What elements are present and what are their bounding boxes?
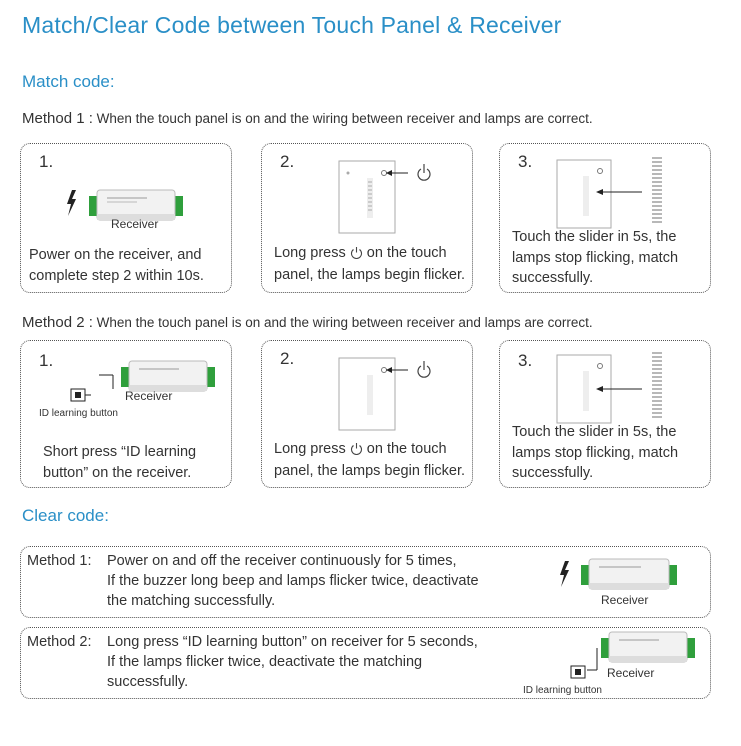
power-icon bbox=[417, 365, 431, 378]
power-icon bbox=[350, 247, 362, 260]
m1-step3-box: 3. Touch the slider in 5s, the lamps sto… bbox=[499, 143, 711, 293]
receiver-label: Receiver bbox=[125, 389, 173, 403]
method2-desc: When the touch panel is on and the wirin… bbox=[92, 315, 593, 330]
m1-step1-text1: Power on the receiver, and bbox=[29, 247, 202, 263]
receiver-image bbox=[560, 558, 677, 590]
m2-step1-text1: Short press “ID learning bbox=[43, 444, 197, 460]
slider-panel-image bbox=[556, 352, 662, 424]
method1-desc: When the touch panel is on and the wirin… bbox=[92, 111, 593, 126]
receiver-with-button-image bbox=[570, 631, 695, 679]
m2-step2-box: 2. Long press on the touch panel, the la… bbox=[261, 340, 473, 488]
power-icon bbox=[417, 168, 431, 181]
m2-step3-text3: successfully. bbox=[512, 465, 594, 481]
method1-line: Method 1 : When the touch panel is on an… bbox=[22, 110, 593, 127]
m1-step3-text3: successfully. bbox=[512, 270, 594, 286]
m2-step2-text1: Long press on the touch bbox=[274, 441, 447, 457]
page-title: Match/Clear Code between Touch Panel & R… bbox=[22, 12, 562, 38]
match-code-heading: Match code: bbox=[22, 72, 115, 91]
m2-step1-box: 1. Receiver ID learning button Short pre… bbox=[20, 340, 232, 488]
power-bolt-icon bbox=[560, 561, 569, 587]
id-button-icon bbox=[75, 392, 81, 398]
m2-step3-box: 3. Touch the slider in 5s, the lamps sto… bbox=[499, 340, 711, 488]
m1-step1-box: 1. Receiver Power on the receiver, and c… bbox=[20, 143, 232, 293]
clear-method2-line1: Long press “ID learning button” on recei… bbox=[107, 634, 478, 650]
method2-line: Method 2 : When the touch panel is on an… bbox=[22, 314, 593, 331]
method2-label: Method 2 : bbox=[22, 314, 93, 331]
m2-step3-text1: Touch the slider in 5s, the bbox=[512, 424, 677, 440]
m1-step2-num: 2. bbox=[280, 152, 295, 171]
receiver-label: Receiver bbox=[601, 593, 649, 607]
power-bolt-icon bbox=[67, 190, 76, 216]
m1-step2-text2: panel, the lamps begin flicker. bbox=[274, 267, 466, 283]
method1-label: Method 1 : bbox=[22, 110, 93, 127]
id-button-label: ID learning button bbox=[39, 408, 118, 419]
m1-step3-text2: lamps stop flicking, match bbox=[512, 250, 679, 266]
touch-panel-image bbox=[338, 160, 431, 234]
receiver-label: Receiver bbox=[111, 217, 159, 231]
power-icon bbox=[350, 443, 362, 456]
clear-method1-box: Method 1: Power on and off the receiver … bbox=[20, 546, 711, 618]
m1-step1-num: 1. bbox=[39, 152, 54, 171]
id-button-label: ID learning button bbox=[523, 685, 602, 696]
m2-step3-text2: lamps stop flicking, match bbox=[512, 445, 679, 461]
clear-code-heading: Clear code: bbox=[22, 506, 109, 525]
touch-panel-image bbox=[338, 357, 431, 431]
clear-method1-line1: Power on and off the receiver continuous… bbox=[107, 553, 457, 569]
receiver-image bbox=[67, 189, 183, 221]
m1-step3-text1: Touch the slider in 5s, the bbox=[512, 229, 677, 245]
slider-panel-image bbox=[556, 157, 662, 229]
m2-step2-text2: panel, the lamps begin flicker. bbox=[274, 463, 466, 479]
m1-step2-text1: Long press on the touch bbox=[274, 245, 447, 261]
m1-step2-box: 2. Long press on the touch panel, the la… bbox=[261, 143, 473, 293]
clear-method2-box: Method 2: Long press “ID learning button… bbox=[20, 627, 711, 699]
receiver-label: Receiver bbox=[607, 666, 655, 680]
m2-step1-text2: button” on the receiver. bbox=[43, 465, 192, 481]
clear-method2-line3: successfully. bbox=[107, 674, 189, 690]
clear-method2-line2: If the lamps flicker twice, deactivate t… bbox=[107, 654, 423, 670]
id-button-icon bbox=[575, 669, 581, 675]
m1-step1-text2: complete step 2 within 10s. bbox=[29, 268, 204, 284]
m1-step3-num: 3. bbox=[518, 152, 533, 171]
clear-method2-label: Method 2: bbox=[27, 634, 92, 650]
m2-step2-num: 2. bbox=[280, 349, 295, 368]
m2-step3-num: 3. bbox=[518, 351, 533, 370]
clear-method1-line2: If the buzzer long beep and lamps flicke… bbox=[107, 573, 479, 589]
clear-method1-label: Method 1: bbox=[27, 553, 92, 569]
clear-method1-line3: the matching successfully. bbox=[107, 593, 276, 609]
m2-step1-num: 1. bbox=[39, 351, 54, 370]
receiver-with-button-image bbox=[70, 360, 215, 402]
